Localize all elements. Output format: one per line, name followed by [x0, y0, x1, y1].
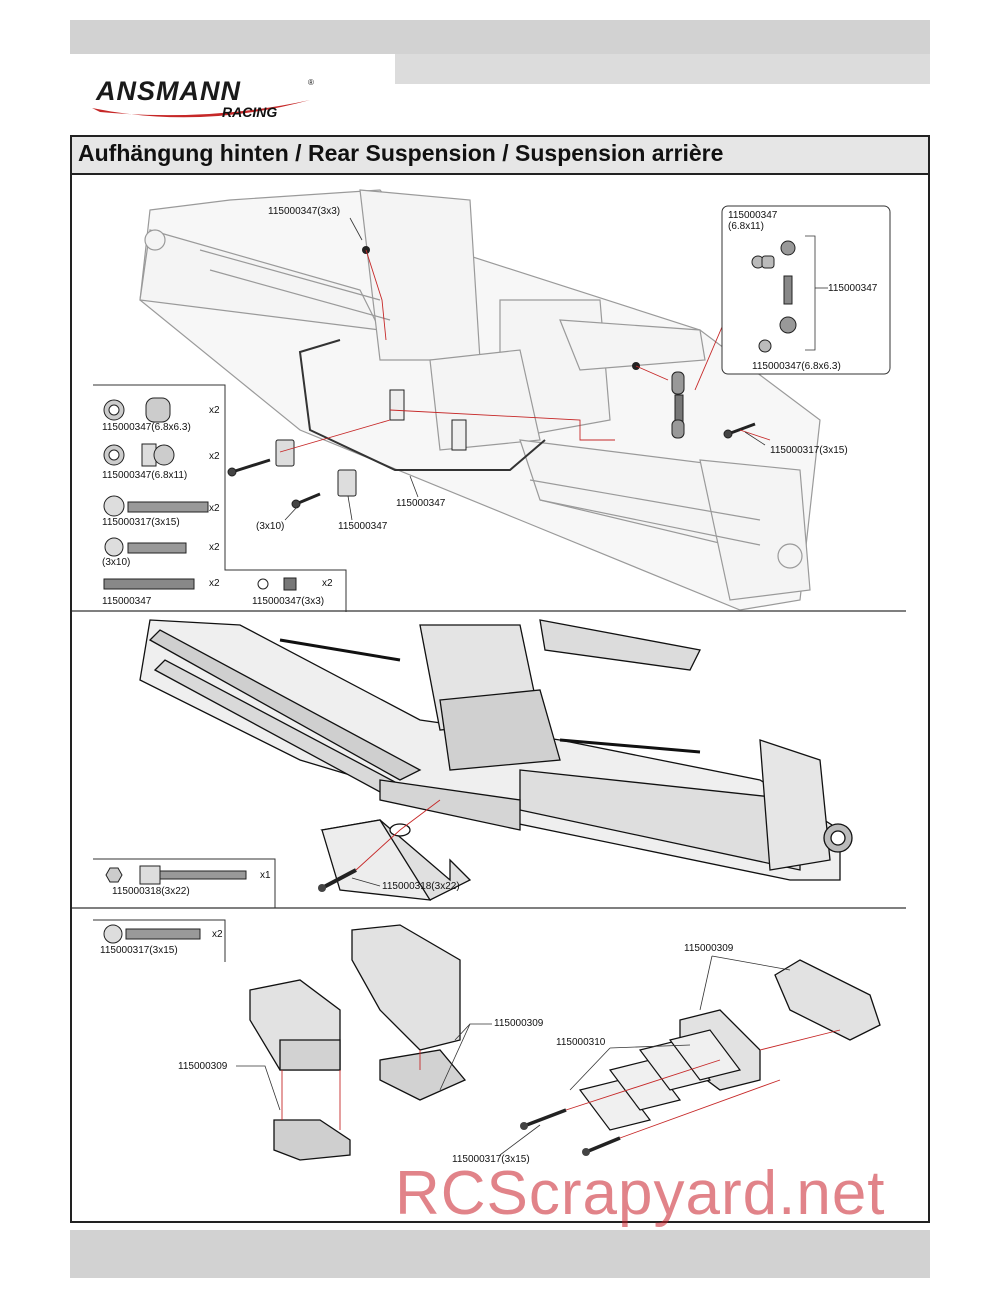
chassis-step2 — [139, 619, 853, 881]
bar-mount — [275, 389, 467, 497]
inset-parts — [751, 240, 797, 353]
parts-icons-step3 — [103, 924, 201, 944]
callout-hinge-block-middle: 115000309 — [494, 1018, 544, 1029]
anti-roll-bar — [298, 339, 546, 471]
registered-mark: ® — [308, 78, 314, 87]
callout-screw-3x22: 115000318(3x22) — [382, 881, 460, 892]
callout-ball-3x3: 115000347(3x3) — [268, 206, 341, 217]
part-code: (3x10) — [102, 557, 131, 568]
part-code: 115000347(3x3) — [252, 596, 325, 607]
part-code: 115000347(6.8x11) — [102, 470, 188, 481]
watermark: RCScrapyard.net — [395, 1159, 886, 1228]
part-qty: x2 — [209, 578, 220, 589]
part-qty: x2 — [212, 929, 223, 940]
shims — [578, 1029, 742, 1131]
screw — [523, 1108, 567, 1128]
manual-frame — [70, 135, 930, 1223]
part-code: 115000318(3x22) — [112, 886, 190, 897]
footer-bar — [70, 1230, 930, 1278]
page-title: Aufhängung hinten / Rear Suspension / Su… — [78, 140, 724, 166]
part-code: 115000317(3x15) — [102, 517, 180, 528]
chassis-step1 — [139, 189, 821, 611]
callout-shims: 115000310 — [556, 1037, 606, 1048]
callout-hinge-block-left: 115000309 — [178, 1061, 228, 1072]
part-qty: x2 — [209, 503, 220, 514]
callout-ball-6.8x6.3: 115000347(6.8x6.3) — [752, 361, 841, 372]
rear-bracket — [320, 819, 472, 901]
parts-icons-step2 — [105, 865, 247, 885]
callout-ball-6.8x11: 115000347 (6.8x11) — [728, 210, 778, 232]
callout-screw-3x15: 115000317(3x15) — [770, 445, 848, 456]
parts-icons-step1 — [103, 397, 297, 591]
part-qty: x2 — [322, 578, 333, 589]
callout-screw-3x15: 115000317(3x15) — [452, 1154, 530, 1165]
screw — [227, 422, 756, 509]
parts-box-step1 — [93, 384, 347, 612]
brand-logo-sub: RACING — [222, 104, 278, 120]
callout-anti-roll-bar: 115000347 — [396, 498, 446, 509]
ball-ends — [362, 246, 685, 439]
screw — [585, 1136, 621, 1154]
callout-bar-mount: 115000347 — [338, 521, 388, 532]
brand-logo: ANSMANN — [96, 76, 241, 106]
parts-box-step2 — [93, 858, 276, 908]
hinge-block-middle — [351, 924, 467, 1101]
header-bar — [70, 20, 930, 54]
part-qty: x1 — [260, 870, 271, 881]
part-code: 115000347 — [102, 596, 152, 607]
inset-box — [721, 205, 891, 375]
part-qty: x2 — [209, 542, 220, 553]
callout-hinge-block-right: 115000309 — [684, 943, 734, 954]
title-bar — [72, 137, 928, 175]
part-code: 115000347(6.8x6.3) — [102, 422, 191, 433]
header-bar-extension — [395, 54, 930, 84]
part-code: 115000317(3x15) — [100, 945, 178, 956]
hinge-block-left — [249, 979, 351, 1161]
callout-link: 115000347 — [828, 283, 878, 294]
screw — [321, 868, 357, 890]
part-qty: x2 — [209, 451, 220, 462]
callout-screw-3x10: (3x10) — [256, 521, 285, 532]
parts-box-step3 — [93, 919, 226, 962]
part-qty: x2 — [209, 405, 220, 416]
